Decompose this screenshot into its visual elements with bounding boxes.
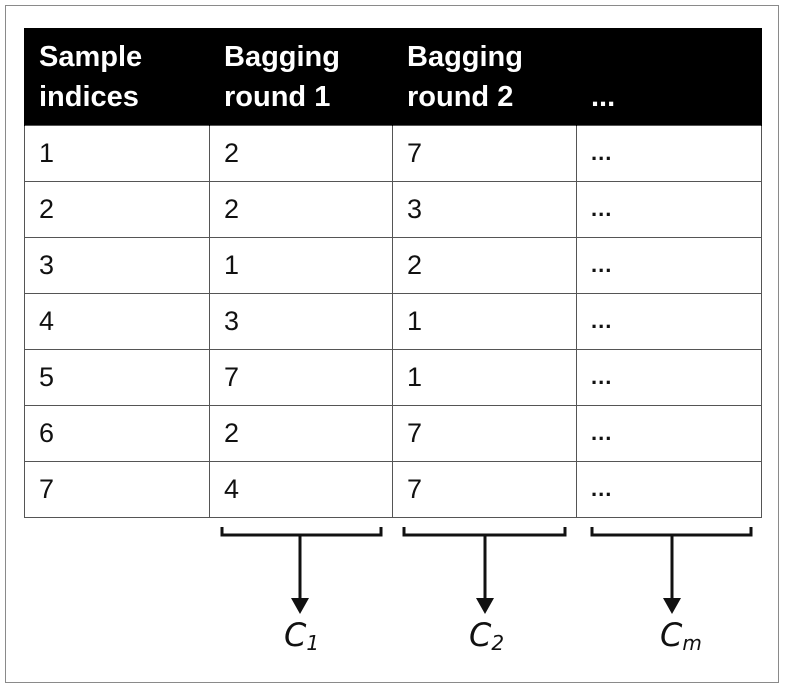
table-row: 6 2 7 ... (24, 404, 762, 462)
table-cell: 7 (392, 404, 577, 462)
table-header-row: Sample indices Bagging round 1 Bagging r… (24, 28, 762, 125)
arrow-round-1 (291, 535, 309, 614)
table-cell: 3 (24, 236, 210, 294)
table-cell: ... (576, 460, 762, 518)
table-cell: 7 (24, 460, 210, 518)
table-cell: 2 (209, 124, 393, 182)
table-row: 7 4 7 ... (24, 460, 762, 518)
header-bagging-round-1: Bagging round 1 (209, 28, 393, 125)
table-cell: ... (576, 124, 762, 182)
table-cell: 1 (24, 124, 210, 182)
header-bagging-round-2: Bagging round 2 (392, 28, 577, 125)
table-row: 5 7 1 ... (24, 348, 762, 406)
table-cell: 7 (392, 460, 577, 518)
table-cell: 3 (209, 292, 393, 350)
table-cell: 4 (209, 460, 393, 518)
arrow-round-m (663, 535, 681, 614)
table-cell: 2 (392, 236, 577, 294)
table-row: 4 3 1 ... (24, 292, 762, 350)
bracket-round-2 (402, 527, 567, 537)
header-sample-indices: Sample indices (24, 28, 210, 125)
table-cell: 2 (209, 404, 393, 462)
bagging-table: Sample indices Bagging round 1 Bagging r… (24, 28, 762, 518)
table-cell: ... (576, 348, 762, 406)
table-cell: ... (576, 292, 762, 350)
table-cell: ... (576, 236, 762, 294)
table-row: 3 1 2 ... (24, 236, 762, 294)
bracket-round-1 (220, 527, 383, 537)
table-cell: 1 (392, 292, 577, 350)
table-cell: 1 (209, 236, 393, 294)
bracket-round-m (590, 527, 753, 537)
classifier-label-m: Cm (660, 616, 702, 655)
arrow-round-2 (476, 535, 494, 614)
table-cell: 4 (24, 292, 210, 350)
header-more-rounds: ... (576, 28, 762, 125)
table-cell: 6 (24, 404, 210, 462)
classifier-label-2: C2 (469, 616, 505, 655)
table-row: 1 2 7 ... (24, 124, 762, 182)
classifier-label-1: C1 (284, 616, 320, 655)
table-cell: 2 (209, 180, 393, 238)
